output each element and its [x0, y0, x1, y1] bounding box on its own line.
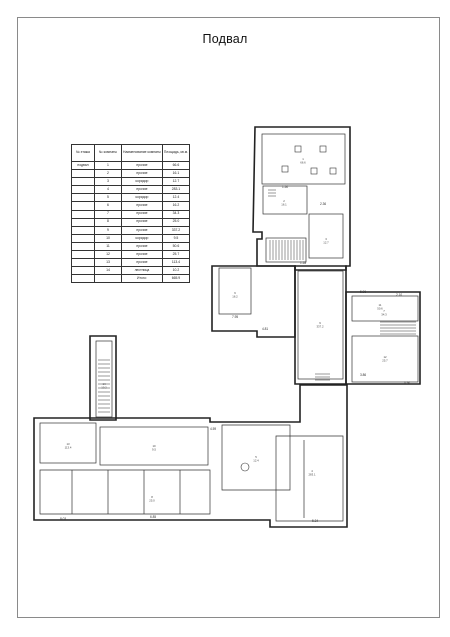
room-4-outline	[275, 435, 344, 522]
room-1-outline	[261, 133, 346, 185]
room-area-label: 337.2	[317, 325, 324, 329]
dimension-label: 2.36	[320, 202, 326, 206]
dimension-label: 5.96	[360, 290, 366, 294]
room-area-label: 283.1	[309, 473, 316, 477]
room-number-label: 3	[325, 237, 327, 241]
room-number-label: 2	[283, 199, 285, 203]
room-area-label: 16.2	[232, 295, 238, 299]
room-number-label: 1	[302, 157, 304, 161]
equipment-1	[294, 145, 302, 153]
room-area-label: 66.6	[300, 161, 306, 165]
room-area-label: 9.5	[152, 448, 156, 452]
room-labels: 166.6216.1312.74283.1512.4616.2734.3825.…	[65, 157, 389, 503]
stair-upper-outline	[265, 237, 307, 263]
wall-west-annex	[211, 265, 296, 338]
room-area-label: 34.3	[381, 313, 387, 317]
equipment-3	[281, 165, 289, 173]
room-area-label: 12.7	[323, 241, 329, 245]
room-number-label: 6	[234, 291, 236, 295]
dimension-label: 1.28	[300, 261, 306, 265]
cell-area: 665.9	[161, 274, 191, 284]
equipment-5	[329, 167, 337, 175]
dimension-label: 8.03	[60, 517, 66, 521]
room-2-outline	[262, 185, 308, 215]
room-9-outline	[297, 270, 344, 380]
room-11-outline	[351, 295, 419, 322]
room-number-label: 9	[319, 321, 321, 325]
stair-east	[380, 321, 416, 335]
room-10-outline	[99, 426, 209, 466]
room-explication-table: № этажа № комнаты Наименование комнаты П…	[71, 144, 191, 284]
stair-upper	[269, 240, 304, 260]
equipment-4	[310, 167, 318, 175]
dimension-label: 1.50	[282, 185, 288, 189]
room-number-label: 8	[151, 495, 153, 499]
room-5-outline	[221, 424, 291, 491]
room-area-label: 50.6	[377, 307, 383, 311]
dimension-label: 7.95	[232, 315, 238, 319]
room-number-label: 10	[152, 444, 156, 448]
room-number-label: 12	[383, 355, 387, 359]
drawing-sheet-frame	[17, 17, 440, 618]
page-title: Подвал	[202, 32, 248, 46]
equipment-2	[319, 145, 327, 153]
dimension-labels: 1.50 2.36 1.28 7.95 4.81 5.96 2.10 3.86 0.90 4.59…	[60, 185, 410, 523]
room-3-outline	[308, 213, 344, 259]
stair-corridor-outline	[95, 340, 113, 418]
cell-room-number	[94, 274, 122, 284]
room-number-label: 11	[379, 303, 382, 307]
room-area-label: 25.0	[149, 499, 155, 503]
stair-small	[315, 373, 330, 381]
stair-entry	[268, 189, 276, 197]
dimension-label: 6.85	[150, 515, 156, 519]
room-area-label: 10.2	[101, 386, 107, 390]
dimension-label: 2.10	[396, 293, 402, 297]
dimension-label: 5.34	[312, 519, 318, 523]
room-number-label: 5	[255, 455, 257, 459]
room-number-label: 7	[383, 309, 385, 313]
dimension-label: 0.90	[404, 381, 410, 385]
dimension-label: 4.59	[210, 427, 216, 431]
room-area-label: 113.4	[65, 446, 72, 450]
room-6-outline	[218, 267, 252, 315]
dimension-label: 3.86	[360, 373, 366, 377]
stair-corridor	[98, 359, 110, 413]
room-13-outline	[39, 422, 97, 464]
room-number-label: 14	[102, 382, 106, 386]
wall-bottom-block	[33, 384, 348, 528]
wall-corridor	[89, 335, 117, 421]
bottom-cells-outline	[39, 469, 211, 515]
room-12-outline	[351, 335, 419, 383]
room-number-label: 4	[311, 469, 313, 473]
table-row: Итого:665.9	[71, 274, 191, 284]
wall-upper-block	[252, 126, 351, 271]
room-area-label: 16.1	[281, 203, 287, 207]
dimension-label: 4.81	[262, 327, 268, 331]
room-number-label: 13	[66, 442, 70, 446]
room-area-label: 12.4	[253, 459, 259, 463]
wall-east-wing	[345, 291, 421, 385]
round-table	[240, 462, 250, 472]
room-area-label: 25.7	[382, 359, 388, 363]
